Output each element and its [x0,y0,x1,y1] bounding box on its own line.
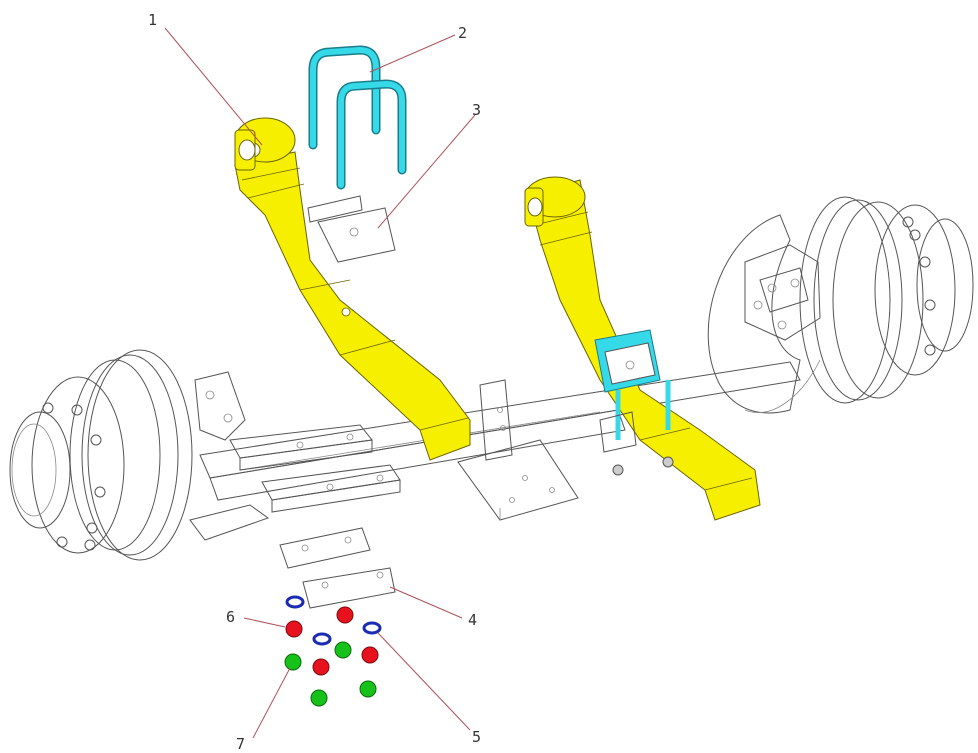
right-hub-studs [902,216,936,356]
lower-pads [279,527,396,609]
spring-seat-plate [307,195,396,263]
leader-lines [164,27,476,739]
right-leaf-spring [524,176,761,521]
center-bracket [457,379,579,521]
callout-6: 6 [226,608,235,626]
beam-mounting-plates [229,424,401,513]
leader-3 [377,114,476,229]
leader-4 [389,586,463,619]
leader-7 [252,667,291,739]
leader-2 [369,34,456,73]
callout-5: 5 [472,728,481,746]
washer [362,621,382,635]
left-hub-studs [42,402,106,551]
callout-2: 2 [458,24,467,42]
callout-1: 1 [148,11,157,29]
red-nut [361,646,379,664]
leader-5 [377,632,471,731]
fasteners [284,595,382,707]
green-nut [310,689,328,707]
green-nut [284,653,302,671]
leader-6 [243,617,286,628]
washer [312,632,332,646]
u-bolt-installed [594,329,674,476]
left-wheel-hub [9,349,246,561]
callout-7: 7 [236,735,245,753]
red-nut [312,658,330,676]
left-leaf-spring [234,117,471,461]
callout-3: 3 [472,101,481,119]
leader-1 [164,27,263,146]
washer [285,595,305,609]
callout-4: 4 [468,611,477,629]
right-wheel-hub [707,196,974,414]
green-nut [359,680,377,698]
green-nut [334,641,352,659]
red-nut [285,620,303,638]
callout-labels: 1 2 3 4 5 6 7 [148,11,481,753]
u-bolt-set-exploded [308,45,407,190]
red-nut [336,606,354,624]
brake-chamber [744,244,821,341]
